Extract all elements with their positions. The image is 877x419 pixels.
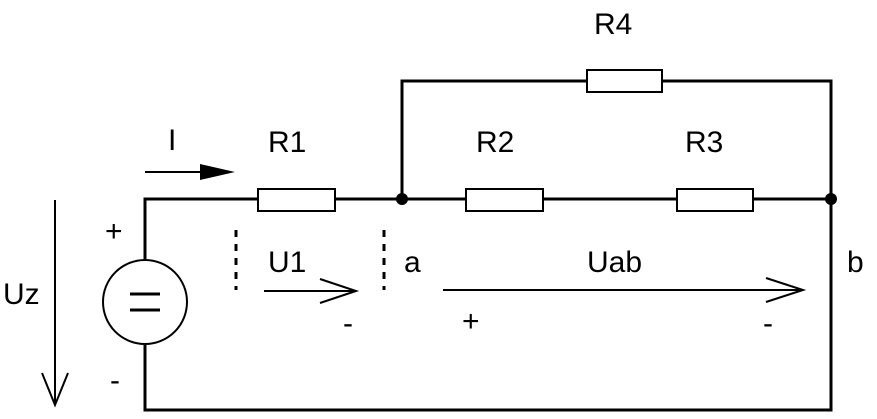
uz-arrow-head: [41, 372, 69, 408]
current-arrow: [145, 164, 235, 180]
resistor-r4-label: R4: [594, 8, 632, 41]
resistor-r1: [257, 188, 336, 212]
uab-arrow: [443, 277, 807, 303]
uz-arrow: [41, 200, 69, 408]
uab-plus-sign: +: [462, 305, 480, 338]
resistor-r1-label: R1: [268, 126, 306, 159]
u1-arrow: [264, 278, 360, 304]
node-b-label: b: [847, 246, 864, 279]
resistor-r2-label: R2: [476, 126, 514, 159]
uab-arrow-head: [765, 277, 807, 303]
current-arrow-head: [200, 164, 235, 180]
junction-b: [825, 193, 837, 205]
resistor-r3-label: R3: [685, 126, 723, 159]
voltage-source: [102, 259, 188, 345]
source-minus-sign: -: [110, 364, 120, 397]
wires: [143, 79, 833, 412]
wire-a-to-r4: [400, 79, 589, 201]
u1-arrow-head: [319, 278, 360, 304]
resistor-r3: [676, 188, 754, 212]
voltage-source-circle: [102, 259, 188, 345]
wire-source-to-r1: [143, 197, 260, 262]
u1-minus-sign: -: [343, 307, 353, 340]
source-plus-sign: +: [105, 215, 123, 248]
resistor-r4: [586, 69, 663, 93]
uab-minus-sign: -: [763, 307, 773, 340]
current-i-label: I: [168, 124, 176, 157]
wire-return: [143, 197, 833, 412]
resistor-r2: [465, 188, 544, 212]
wire-r4-to-b: [660, 79, 833, 201]
voltage-uab-label: Uab: [587, 246, 642, 279]
voltage-u1-label: U1: [268, 246, 306, 279]
node-a-label: a: [404, 246, 421, 279]
junction-a: [396, 193, 408, 205]
source-uz-label: Uz: [3, 278, 40, 311]
